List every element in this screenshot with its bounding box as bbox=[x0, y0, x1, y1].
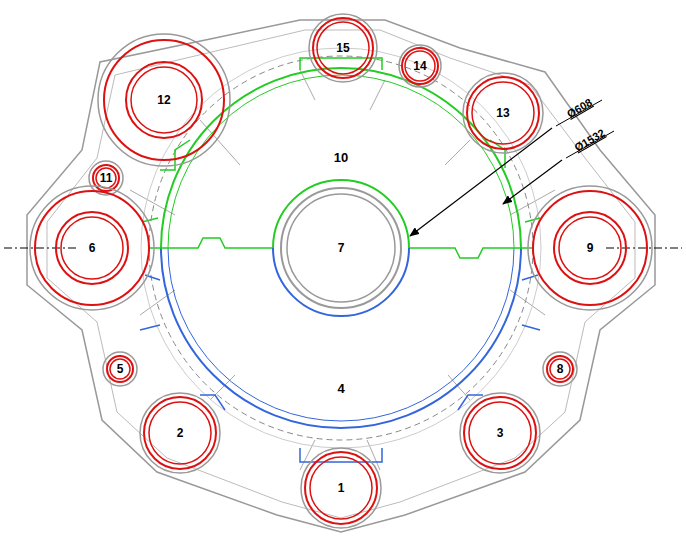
callout-circle: 12 bbox=[96, 32, 232, 168]
part-number: 10 bbox=[334, 150, 348, 165]
callout-number: 13 bbox=[461, 71, 545, 155]
callout-number: 9 bbox=[526, 184, 654, 312]
callout-circle: 5 bbox=[101, 350, 139, 388]
callout-circle: 1 bbox=[299, 446, 383, 530]
callout-circle: 3 bbox=[458, 391, 542, 475]
callout-number: 14 bbox=[397, 43, 443, 89]
part-number: 4 bbox=[337, 381, 344, 396]
callout-number: 2 bbox=[138, 391, 222, 475]
callout-number: 12 bbox=[96, 32, 232, 168]
callout-circle: 13 bbox=[461, 71, 545, 155]
callout-circle: 2 bbox=[138, 391, 222, 475]
callout-number: 7 bbox=[279, 186, 403, 310]
dimension-label: Ø1532 bbox=[573, 127, 608, 154]
callout-circle: 15 bbox=[307, 12, 379, 84]
callout-number: 8 bbox=[541, 350, 579, 388]
callout-circle: 14 bbox=[397, 43, 443, 89]
callout-number: 1 bbox=[299, 446, 383, 530]
callout-circle: 7 bbox=[279, 186, 403, 310]
callout-number: 5 bbox=[101, 350, 139, 388]
callout-number: 3 bbox=[458, 391, 542, 475]
callout-circle: 6 bbox=[28, 184, 156, 312]
callout-number: 15 bbox=[307, 12, 379, 84]
callout-circle: 9 bbox=[526, 184, 654, 312]
callout-circle: 8 bbox=[541, 350, 579, 388]
callout-number: 6 bbox=[28, 184, 156, 312]
dimension-label: Ø608 bbox=[564, 96, 593, 120]
